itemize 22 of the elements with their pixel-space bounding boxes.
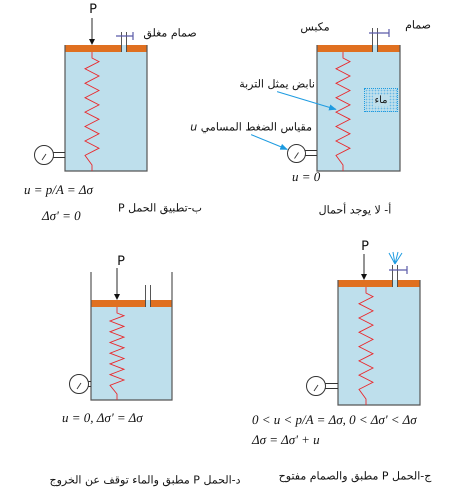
formula: Δσ' = 0	[42, 208, 81, 224]
pressure-gauge	[286, 144, 306, 162]
valve-label: صمام	[405, 18, 431, 32]
leader-line	[250, 134, 288, 150]
force-label: P	[361, 239, 369, 255]
caption: ج-الحمل P مطبق والصمام مفتوح	[278, 469, 432, 483]
force-label: P	[117, 254, 125, 270]
piston-label: مكبس	[300, 20, 330, 34]
formula: 0 < u < p/A = Δσ, 0 < Δσ' < Δσ	[252, 412, 417, 428]
caption: أ- لا يوجد أحمال	[318, 203, 392, 217]
formula: u = 0, Δσ' = Δσ	[62, 410, 143, 426]
callout-text: نابض يمثل التربة	[239, 77, 315, 91]
formula: u = 0	[292, 169, 320, 185]
spring-drawing	[336, 52, 350, 171]
formula: Δσ = Δσ' + u	[252, 432, 320, 448]
caption: ب-تطبيق الحمل P	[118, 201, 202, 215]
formula: u = p/A = Δσ	[24, 182, 93, 198]
water-box: ماء	[364, 88, 398, 112]
force-label: P	[89, 2, 97, 18]
valve-label: صمام مغلق	[143, 26, 197, 40]
caption: د-الحمل P مطبق والماء توقف عن الخروج	[50, 473, 240, 487]
leader-line	[276, 91, 337, 110]
